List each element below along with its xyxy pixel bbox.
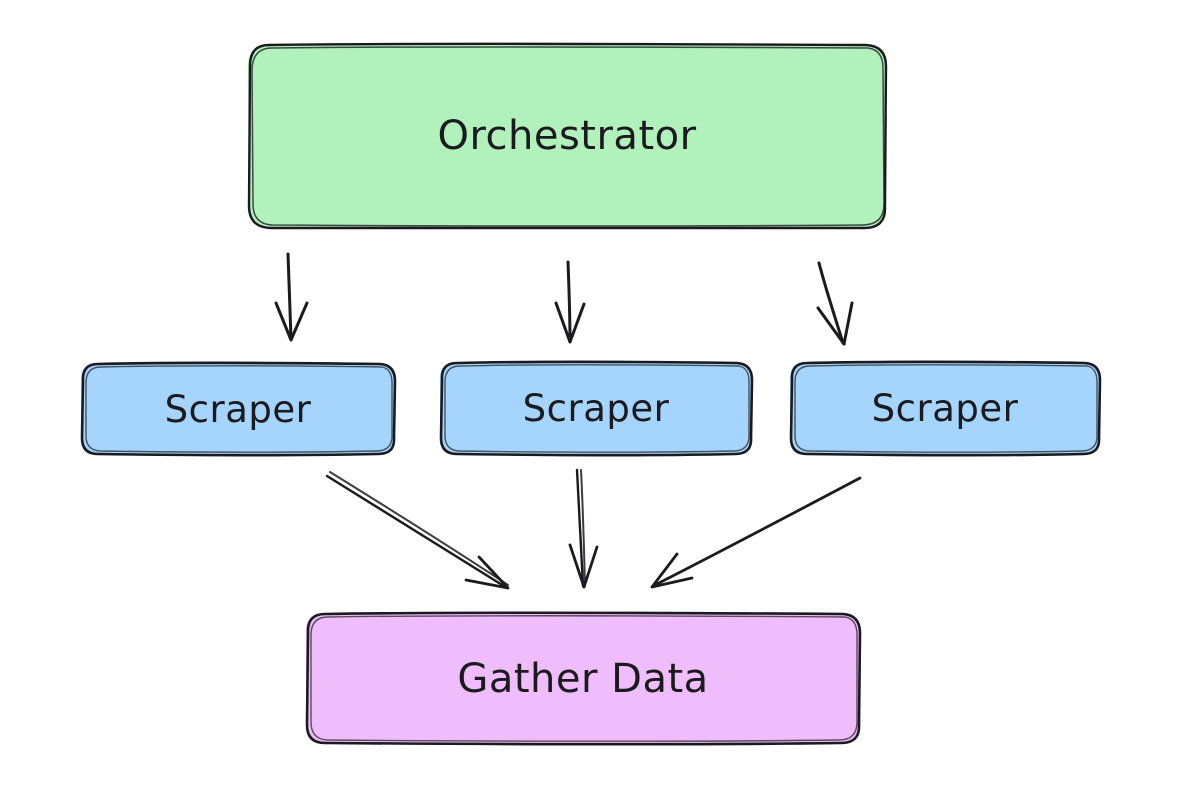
node-scraper-3-outline-b: [794, 364, 1098, 453]
node-scraper-1-outline-b: [85, 365, 393, 453]
edge-line-a: [325, 474, 509, 590]
edge-arrowhead: [568, 543, 599, 589]
edge-arrowhead: [274, 301, 309, 342]
node-gather-data[interactable]: [305, 611, 862, 746]
edge-arrowhead: [554, 301, 586, 344]
edge-line-a: [575, 468, 585, 588]
edge-scraper-1-to-gather-data: [325, 471, 510, 590]
node-scraper-1[interactable]: [80, 361, 397, 457]
node-scraper-3-outline-a: [789, 360, 1102, 457]
edge-line: [817, 261, 845, 345]
node-gather-data-outline-b: [310, 615, 858, 742]
edge-orchestrator-to-scraper-1: [274, 252, 309, 342]
node-gather-data-fill: [306, 613, 860, 744]
edge-line: [286, 252, 293, 341]
node-scraper-2-outline-a: [439, 360, 754, 457]
node-scraper-2-outline-b: [444, 364, 750, 453]
node-scraper-2-hit-area[interactable]: [440, 362, 752, 455]
edge-line: [651, 476, 862, 588]
node-orchestrator-fill: [248, 44, 886, 228]
edge-line: [566, 260, 572, 343]
node-scraper-3-hit-area[interactable]: [790, 362, 1100, 455]
node-gather-data-outline-a: [305, 611, 862, 746]
node-orchestrator-hit-area[interactable]: [248, 44, 886, 228]
edge-scraper-3-to-gather-data: [650, 476, 862, 589]
node-scraper-1-hit-area[interactable]: [81, 363, 395, 455]
node-scraper-1-fill: [81, 363, 395, 455]
node-scraper-2[interactable]: [439, 360, 754, 457]
edge-scraper-2-to-gather-data: [568, 468, 599, 589]
edge-line-b: [329, 471, 509, 586]
node-orchestrator-outline-a: [247, 42, 888, 230]
node-orchestrator[interactable]: [247, 42, 888, 230]
edge-orchestrator-to-scraper-3: [816, 261, 854, 346]
node-scraper-3-fill: [790, 362, 1100, 455]
edge-arrowhead: [650, 552, 694, 589]
edge-arrowhead: [464, 555, 510, 590]
node-scraper-2-fill: [440, 362, 752, 455]
node-scraper-1-outline-a: [80, 361, 397, 457]
node-scraper-3[interactable]: [789, 360, 1102, 457]
edge-line-b: [580, 469, 586, 587]
edge-orchestrator-to-scraper-2: [554, 260, 586, 344]
edge-arrowhead: [816, 301, 854, 346]
node-gather-data-hit-area[interactable]: [306, 613, 860, 744]
node-orchestrator-outline-b: [251, 46, 885, 227]
